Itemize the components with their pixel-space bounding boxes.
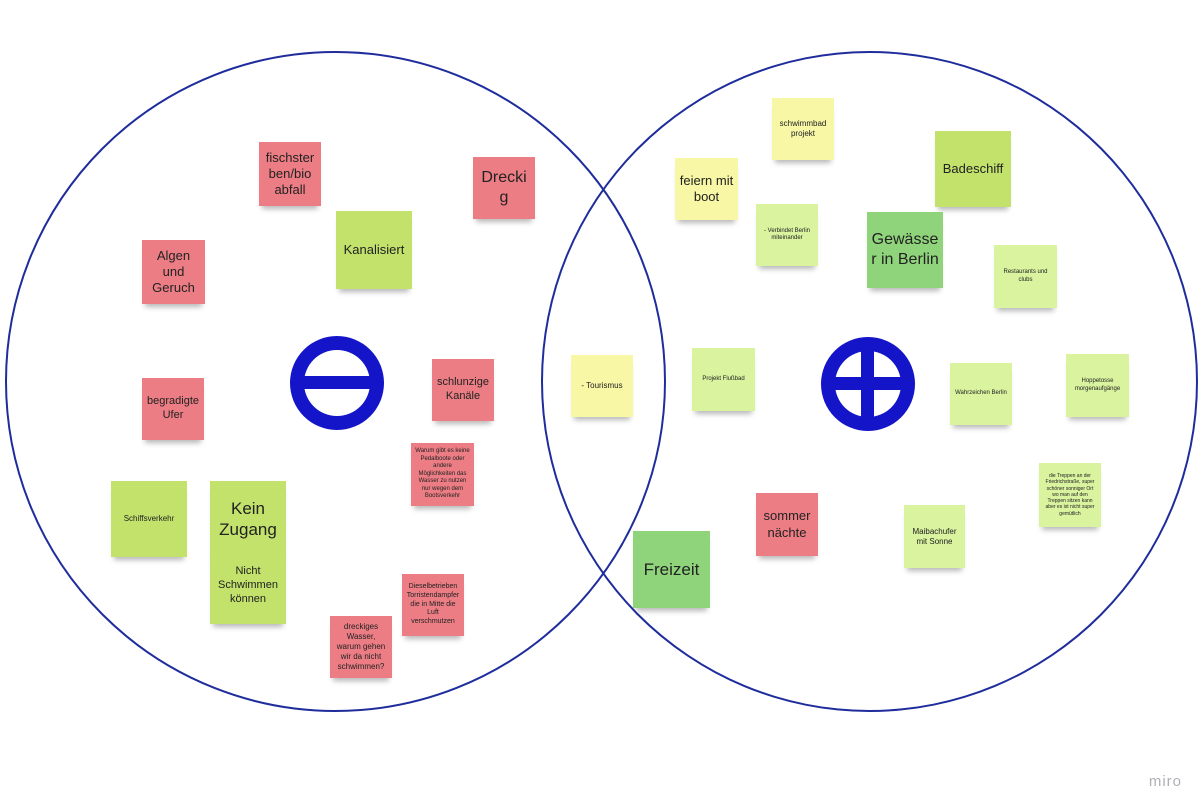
sticky-note-text: Maibachufer mit Sonne (912, 526, 957, 546)
sticky-note-text: begradigte Ufer (147, 395, 199, 421)
sticky-note-text: Algen und Geruch (152, 247, 195, 296)
minus-icon-bar (294, 376, 380, 389)
sticky-note-text: Restaurants und clubs (1003, 269, 1048, 283)
sticky-note-text: Dreckig (481, 169, 527, 206)
sticky-note-text: schlunzige Kanäle (437, 376, 489, 402)
sticky-note-text: Kanalisiert (343, 241, 405, 257)
sticky-note-wahrzeichen[interactable]: Wahrzeichen Berlin (950, 363, 1012, 425)
sticky-note-dreckig[interactable]: Dreckig (473, 157, 535, 219)
sticky-note-text: Nicht Schwimmen können (218, 565, 278, 605)
sticky-note-badeschiff[interactable]: Badeschiff (935, 131, 1011, 207)
sticky-note-text: die Treppen an der Friedrichstraße, supe… (1045, 473, 1095, 517)
sticky-note-text: Hoppetosse morgenaufgänge (1074, 378, 1121, 392)
sticky-note-treppen[interactable]: die Treppen an der Friedrichstraße, supe… (1039, 463, 1101, 527)
sticky-note-text: dreckiges Wasser, warum gehen wir da nic… (336, 622, 386, 671)
sticky-note-text: Dieselbetrieben Torristendampfer die in … (406, 583, 460, 626)
sticky-note-verbindet[interactable]: - Verbindet Berlin miteinander (756, 204, 818, 266)
sticky-note-fischsterben[interactable]: fischster ben/bio abfall (259, 142, 321, 206)
sticky-note-text: Wahrzeichen Berlin (955, 390, 1007, 397)
sticky-note-freizeit[interactable]: Freizeit (633, 531, 710, 608)
sticky-note-feiern[interactable]: feiern mit boot (675, 158, 738, 220)
sticky-note-schwimmbad[interactable]: schwimmbad projekt (772, 98, 834, 160)
sticky-note-text: Freizeit (643, 559, 700, 579)
sticky-note-gewaesser[interactable]: Gewässer in Berlin (867, 212, 943, 288)
plus-icon-vbar (861, 341, 874, 427)
sticky-note-text: schwimmbad projekt (779, 119, 827, 138)
sticky-note-restaurants[interactable]: Restaurants und clubs (994, 245, 1057, 308)
sticky-note-text: Badeschiff (942, 160, 1004, 176)
sticky-note-text: Projekt Flußbad (702, 375, 745, 382)
sticky-note-sommer-naechte[interactable]: sommer nächte (756, 493, 818, 556)
sticky-note-text: - Tourismus (581, 381, 623, 390)
sticky-note-pedalboote[interactable]: Warum gibt es keine Pedalboote oder ande… (411, 443, 474, 506)
sticky-note-kanalisiert[interactable]: Kanalisiert (336, 211, 412, 289)
sticky-note-algen[interactable]: Algen und Geruch (142, 240, 205, 304)
sticky-note-text: sommer nächte (763, 508, 811, 540)
sticky-note-begradigte-ufer[interactable]: begradigte Ufer (142, 378, 204, 440)
sticky-note-kein-zugang[interactable]: Kein Zugang (210, 481, 286, 557)
sticky-note-text: fischster ben/bio abfall (265, 149, 315, 198)
sticky-note-text: Kein Zugang (219, 498, 277, 539)
sticky-note-schlunzige-kanaele[interactable]: schlunzige Kanäle (432, 359, 494, 421)
minus-icon (290, 336, 384, 430)
plus-icon (821, 337, 915, 431)
sticky-note-text: - Verbindet Berlin miteinander (763, 227, 811, 242)
miro-logo: miro (1148, 773, 1182, 790)
sticky-note-text: Gewässer in Berlin (871, 231, 939, 268)
sticky-note-dreckiges-wasser[interactable]: dreckiges Wasser, warum gehen wir da nic… (330, 616, 392, 678)
sticky-note-nicht-schwimmen[interactable]: Nicht Schwimmen können (210, 548, 286, 624)
sticky-note-dieselbetrieben[interactable]: Dieselbetrieben Torristendampfer die in … (402, 574, 464, 636)
sticky-note-hoppetosse[interactable]: Hoppetosse morgenaufgänge (1066, 354, 1129, 417)
sticky-note-tourismus[interactable]: - Tourismus (571, 355, 633, 417)
sticky-note-text: Schiffsverkehr (123, 514, 175, 523)
sticky-note-text: feiern mit boot (679, 172, 734, 204)
sticky-note-flussbad[interactable]: Projekt Flußbad (692, 348, 755, 411)
sticky-note-schiffsverkehr[interactable]: Schiffsverkehr (111, 481, 187, 557)
sticky-note-text: Warum gibt es keine Pedalboote oder ande… (415, 448, 470, 500)
positive-circle (541, 51, 1198, 712)
sticky-note-maibachufer[interactable]: Maibachufer mit Sonne (904, 505, 965, 568)
